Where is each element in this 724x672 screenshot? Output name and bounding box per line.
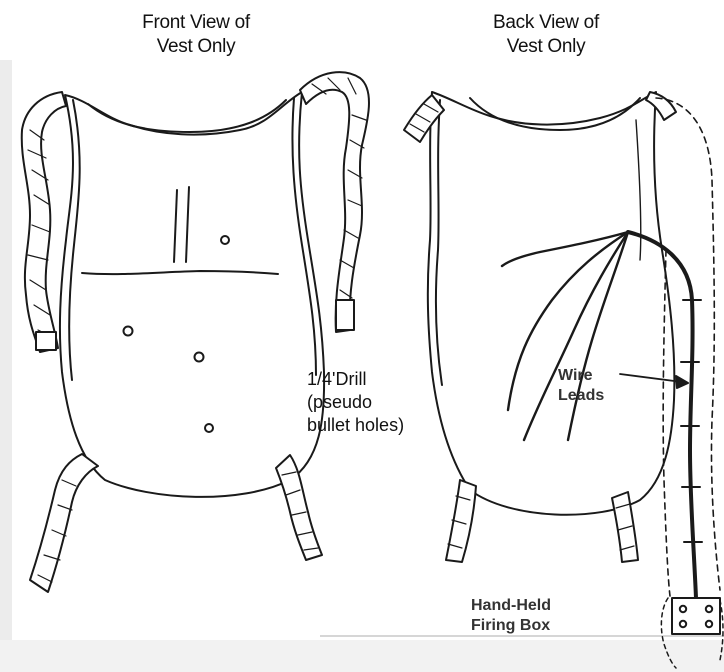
front-bottom-strap-left bbox=[30, 454, 98, 592]
firing-box-label-line2: Firing Box bbox=[471, 616, 551, 636]
front-left-strap-tab bbox=[36, 332, 56, 350]
back-view-title-line2: Vest Only bbox=[446, 35, 646, 59]
drill-annotation-line1: 1/4'Drill bbox=[307, 368, 447, 391]
wire-arrow-head bbox=[676, 376, 688, 388]
back-view-title: Back View of Vest Only bbox=[446, 11, 646, 59]
front-right-strap-tab bbox=[336, 300, 354, 330]
firing-box bbox=[672, 598, 720, 634]
paper-shadow-left bbox=[0, 60, 12, 672]
back-vest-body bbox=[428, 92, 675, 515]
drill-annotation-line2: (pseudo bbox=[307, 391, 447, 414]
drill-annotation: 1/4'Drill (pseudo bullet holes) bbox=[307, 368, 447, 437]
wire-leads-label-line2: Leads bbox=[558, 386, 604, 406]
firing-box-label-line1: Hand-Held bbox=[471, 596, 551, 616]
back-bottom-strap-left bbox=[446, 480, 476, 562]
paper-shadow-bottom bbox=[0, 640, 724, 672]
wire-leads-label: Wire Leads bbox=[558, 366, 604, 406]
front-vest bbox=[22, 72, 369, 592]
drill-annotation-line3: bullet holes) bbox=[307, 414, 447, 437]
back-view-title-line1: Back View of bbox=[446, 11, 646, 35]
firing-box-label: Hand-Held Firing Box bbox=[471, 596, 551, 636]
wire-leads-label-line1: Wire bbox=[558, 366, 604, 386]
front-vest-body bbox=[60, 92, 324, 497]
front-view-title-line1: Front View of bbox=[96, 11, 296, 35]
front-view-title: Front View of Vest Only bbox=[96, 11, 296, 59]
front-view-title-line2: Vest Only bbox=[96, 35, 296, 59]
